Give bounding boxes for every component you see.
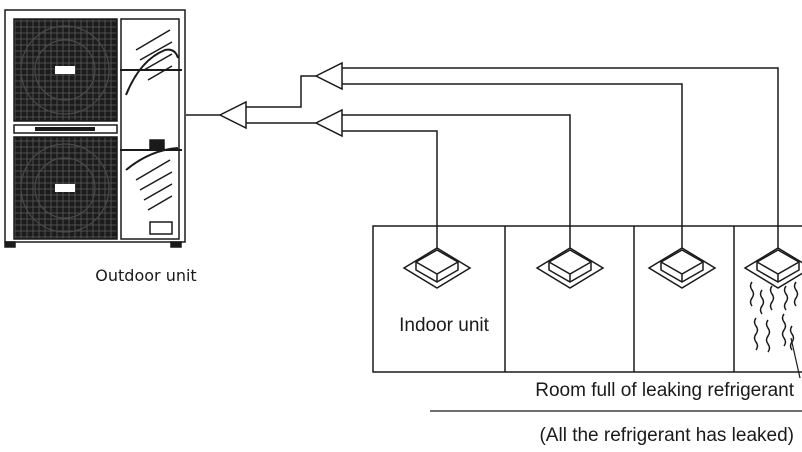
room-caption: Room full of leaking refrigerant — [535, 380, 794, 401]
cassette-indoor-unit-icon — [743, 247, 802, 289]
refrigerant-leak-icon — [749, 281, 799, 353]
cassette-indoor-unit-icon — [535, 247, 605, 289]
refrigerant-piping — [186, 61, 779, 250]
indoor-unit-label: Indoor unit — [399, 315, 490, 336]
cassette-indoor-unit-icon — [402, 247, 472, 289]
leak-leader-line — [790, 337, 801, 379]
rooms — [372, 225, 802, 373]
outdoor-unit-label: Outdoor unit — [95, 266, 196, 285]
leak-caption: (All the refrigerant has leaked) — [539, 425, 794, 446]
cassette-indoor-unit-icon — [647, 247, 717, 289]
outdoor-unit-icon — [4, 9, 186, 248]
